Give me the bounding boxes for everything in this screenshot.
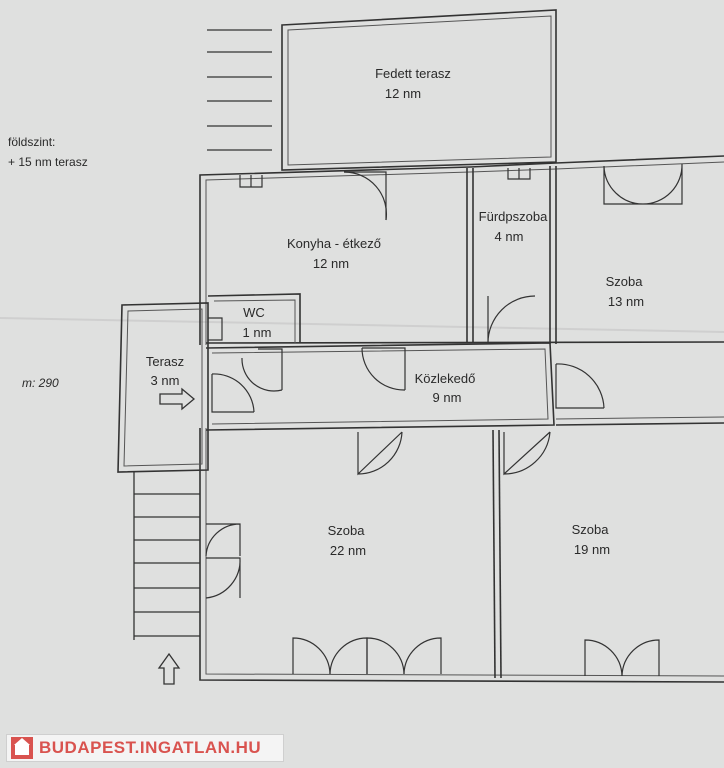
room-22-name: Szoba [328,523,366,538]
room-19-name: Szoba [572,522,610,537]
hallway-area: 9 nm [433,390,462,405]
house-icon [11,737,33,759]
covered-terrace-area: 12 nm [385,86,421,101]
wc-name: WC [243,305,265,320]
watermark-text: BUDAPEST.INGATLAN.HU [39,738,262,757]
room-13-area: 13 nm [608,294,644,309]
doors [205,163,683,677]
floor-level-note: földszint: [8,135,55,149]
terrace-extra-note: + 15 nm terasz [8,155,88,169]
up-arrow-icon [157,652,181,685]
watermark: BUDAPEST.INGATLAN.HU [6,734,284,762]
house-outer-walls [199,155,724,683]
covered-terrace-name: Fedett terasz [375,66,451,81]
room-19-area: 19 nm [574,542,610,557]
room-divider-south [492,429,502,679]
upper-stairs [207,29,272,151]
terrace-area: 3 nm [151,373,180,388]
bathroom-area: 4 nm [495,229,524,244]
lower-stairs [133,472,200,640]
hallway-name: Közlekedő [415,371,476,386]
kitchen-name: Konyha - étkező [287,236,381,251]
paper-fold [0,317,724,333]
room-22-area: 22 nm [330,543,366,558]
wc-area: 1 nm [243,325,272,340]
covered-terrace-walls [281,9,557,171]
windows [208,168,531,341]
room-13-name: Szoba [606,274,644,289]
m-value-note: m: 290 [22,376,59,390]
entry-arrow-icon [159,387,196,411]
bathroom-name: Fürdpszoba [479,209,548,224]
terrace-walls [117,302,209,473]
terrace-name: Terasz [146,354,184,369]
hallway-walls [205,342,724,431]
kitchen-area: 12 nm [313,256,349,271]
interior-walls-north [205,166,724,344]
wc-walls [207,293,301,343]
